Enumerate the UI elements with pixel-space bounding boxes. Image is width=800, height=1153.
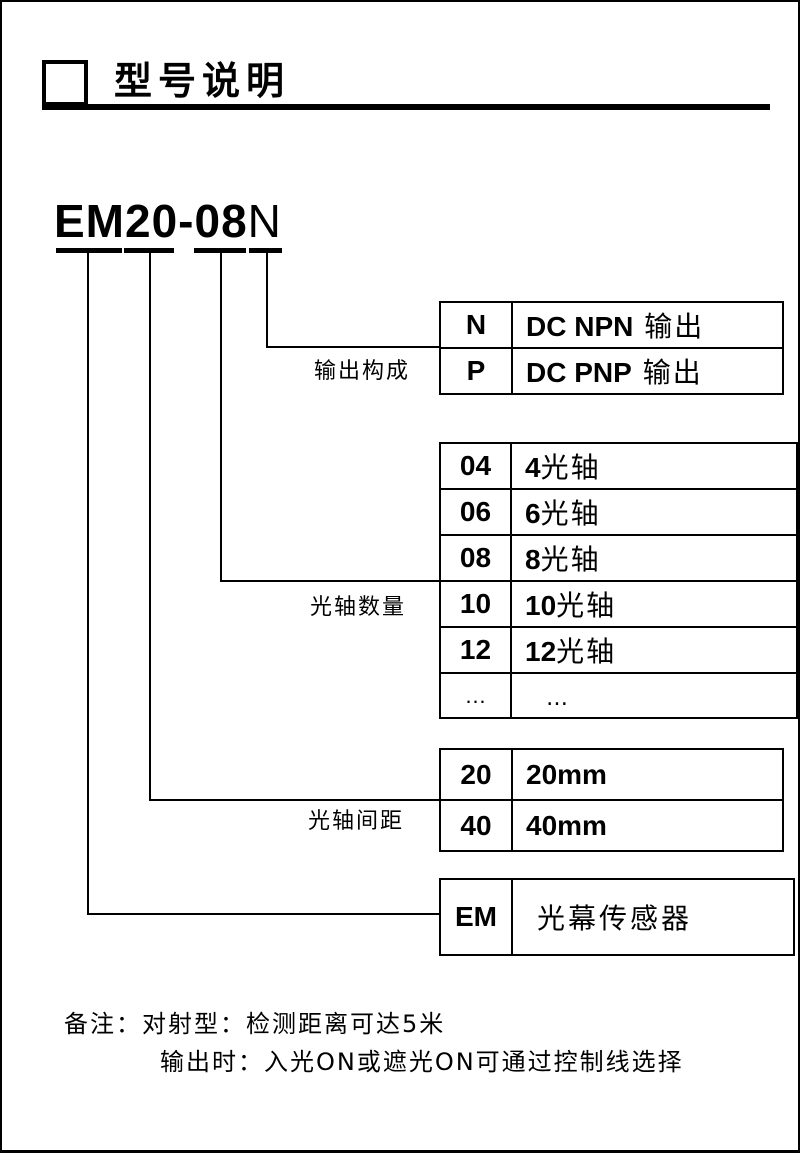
connector-output-horizontal [266,346,440,348]
model-code: EM20-08N [54,195,282,247]
group-label-output: 输出构成 [314,359,411,384]
connector-axes-horizontal [220,580,440,582]
underline-pitch [124,248,174,253]
pitch-desc-en: 40mm [526,810,607,841]
axes-desc-cell: 10光轴 [510,580,798,628]
pitch-table: 20 20mm 40 40mm [439,748,784,852]
connector-output-vertical [266,253,268,347]
table-row: EM 光幕传感器 [439,878,795,956]
pitch-desc-cell: 20mm [511,748,784,801]
connector-series-vertical [87,253,89,915]
axes-desc-en: 12 [525,636,557,667]
model-code-dash: - [178,195,195,247]
underline-series [56,248,122,253]
axes-desc-cn: 光轴 [540,451,601,484]
output-desc-cn: 输出 [631,356,703,389]
axes-desc-en: … [546,686,568,711]
axes-desc-en: 8 [525,544,541,575]
series-code-cell: EM [439,878,513,956]
table-row: 12 12光轴 [439,626,798,674]
model-code-series: EM [54,195,125,247]
axes-code-cell: 12 [439,626,512,674]
table-row: P DC PNP 输出 [439,347,784,395]
underline-axes [194,248,246,253]
output-desc-cell: DC PNP 输出 [511,347,784,395]
connector-pitch-horizontal [149,799,440,801]
axes-desc-en: 10 [525,590,557,621]
model-code-axes: 08 [194,195,248,247]
output-desc-en: DC PNP [526,357,632,388]
table-row: N DC NPN 输出 [439,301,784,349]
connector-series-horizontal [87,913,440,915]
series-desc-cell: 光幕传感器 [511,878,795,956]
table-row: … … [439,672,798,719]
title-rule [42,104,770,110]
axes-desc-cn: 光轴 [556,589,617,622]
axes-desc-cell: 6光轴 [510,488,798,536]
axes-desc-cell: 12光轴 [510,626,798,674]
page-title: 型号说明 [114,59,291,103]
axes-desc-cell: 4光轴 [510,442,798,490]
axes-desc-cn: 光轴 [556,635,617,668]
note-line-1: 备注：对射型：检测距离可达5米 [64,1010,446,1038]
pitch-desc-en: 20mm [526,759,607,790]
group-label-axes: 光轴数量 [310,595,407,620]
output-code-cell: N [439,301,513,349]
pitch-code-cell: 40 [439,799,513,852]
table-row: 04 4光轴 [439,442,798,490]
table-row: 08 8光轴 [439,534,798,582]
axes-table: 04 4光轴 06 6光轴 08 8光轴 10 10光轴 12 12光轴 … … [439,442,798,719]
model-code-output: N [247,195,282,247]
axes-desc-cn: 光轴 [540,497,601,530]
axes-code-cell: … [439,672,512,719]
axes-code-cell: 04 [439,442,512,490]
axes-desc-cn: 光轴 [540,543,601,576]
group-label-pitch: 光轴间距 [308,809,405,834]
model-code-pitch: 20 [125,195,179,247]
output-desc-en: DC NPN [526,311,634,342]
axes-desc-en: 4 [525,452,541,483]
axes-code-cell: 08 [439,534,512,582]
table-row: 20 20mm [439,748,784,801]
table-row: 10 10光轴 [439,580,798,628]
axes-desc-cell: 8光轴 [510,534,798,582]
note-line-2: 输出时：入光ON或遮光ON可通过控制线选择 [160,1048,684,1076]
table-row: 06 6光轴 [439,488,798,536]
connector-pitch-vertical [149,253,151,800]
axes-desc-en: 6 [525,498,541,529]
axes-desc-cell: … [510,672,798,719]
title-square-icon [42,60,88,106]
connector-axes-vertical [220,253,222,581]
output-desc-cell: DC NPN 输出 [511,301,784,349]
output-desc-cn: 输出 [633,310,705,343]
series-desc-cn: 光幕传感器 [537,902,693,935]
axes-code-cell: 06 [439,488,512,536]
output-code-cell: P [439,347,513,395]
axes-code-cell: 10 [439,580,512,628]
series-table: EM 光幕传感器 [439,878,795,956]
pitch-desc-cell: 40mm [511,799,784,852]
pitch-code-cell: 20 [439,748,513,801]
output-table: N DC NPN 输出 P DC PNP 输出 [439,301,784,395]
underline-output [249,248,282,253]
table-row: 40 40mm [439,799,784,852]
